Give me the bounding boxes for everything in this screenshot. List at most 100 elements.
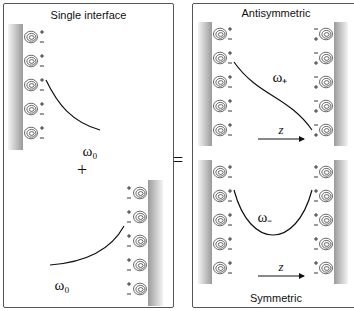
charge-spiral bbox=[134, 187, 147, 199]
minus-charge bbox=[228, 87, 232, 88]
symmetric-field-curve bbox=[234, 190, 312, 235]
metal-block bbox=[334, 22, 348, 146]
plus-charge bbox=[314, 261, 318, 265]
plus-charge bbox=[228, 213, 232, 217]
plus-charge bbox=[228, 261, 232, 265]
minus-charge bbox=[127, 294, 131, 295]
minus-charge bbox=[228, 225, 232, 226]
charge-spiral bbox=[214, 100, 227, 112]
minus-charge bbox=[314, 201, 318, 202]
single-interface-right bbox=[50, 180, 163, 306]
minus-charge bbox=[40, 114, 44, 115]
charge-spiral bbox=[320, 100, 333, 112]
minus-charge bbox=[127, 198, 131, 199]
plus-charge bbox=[127, 234, 131, 238]
charge-spiral bbox=[214, 214, 227, 226]
z-axis-arrow bbox=[258, 276, 304, 277]
minus-charge bbox=[228, 63, 232, 64]
minus-charge bbox=[228, 39, 232, 40]
frequency-label: ω₀ bbox=[82, 144, 97, 159]
plus-charge bbox=[314, 189, 318, 193]
panel-title: Antisymmetric bbox=[193, 7, 354, 19]
metal-block bbox=[148, 180, 163, 306]
frequency-label: ω₀ bbox=[54, 278, 69, 293]
minus-charge bbox=[314, 225, 318, 226]
charge-spiral bbox=[25, 103, 38, 115]
charge-spiral bbox=[320, 124, 333, 136]
plus-charge bbox=[314, 37, 318, 41]
plus-charge bbox=[40, 126, 44, 130]
minus-charge bbox=[127, 222, 131, 223]
charge-spiral bbox=[214, 124, 227, 136]
plus-charge bbox=[127, 258, 131, 262]
frequency-label: ω₋ bbox=[258, 210, 273, 225]
antisymmetric-mode bbox=[198, 22, 348, 146]
antisymmetric-field-curve bbox=[234, 62, 312, 130]
plus-sign: + bbox=[77, 161, 87, 179]
charge-spiral bbox=[25, 127, 38, 139]
plus-charge bbox=[127, 210, 131, 214]
minus-charge bbox=[314, 53, 318, 54]
plus-charge bbox=[40, 30, 44, 34]
minus-charge bbox=[228, 201, 232, 202]
plus-charge bbox=[314, 213, 318, 217]
charge-spiral bbox=[320, 238, 333, 250]
minus-charge bbox=[40, 42, 44, 43]
charge-spiral bbox=[214, 190, 227, 202]
charge-spiral bbox=[214, 76, 227, 88]
plus-charge bbox=[314, 85, 318, 89]
charge-spiral bbox=[214, 52, 227, 64]
axis-label: z bbox=[278, 123, 283, 136]
charge-spiral bbox=[25, 55, 38, 67]
plus-charge bbox=[40, 54, 44, 58]
minus-charge bbox=[40, 90, 44, 91]
minus-charge bbox=[40, 138, 44, 139]
charge-spiral bbox=[320, 28, 333, 40]
charge-spiral bbox=[320, 76, 333, 88]
minus-charge bbox=[314, 273, 318, 274]
plus-charge bbox=[228, 165, 232, 169]
charge-spiral bbox=[214, 238, 227, 250]
plus-charge bbox=[314, 237, 318, 241]
charge-spiral bbox=[25, 31, 38, 43]
single-interface-left bbox=[8, 24, 100, 150]
axis-label: z bbox=[278, 260, 283, 273]
charge-spiral bbox=[134, 211, 147, 223]
minus-charge bbox=[314, 125, 318, 126]
plus-charge bbox=[314, 133, 318, 137]
panel-title: Single interface bbox=[4, 9, 173, 21]
minus-charge bbox=[228, 177, 232, 178]
charge-spiral bbox=[214, 262, 227, 274]
charge-spiral bbox=[134, 259, 147, 271]
minus-charge bbox=[127, 246, 131, 247]
charge-spiral bbox=[320, 262, 333, 274]
plus-charge bbox=[127, 282, 131, 286]
minus-charge bbox=[228, 135, 232, 136]
frequency-label: ω₊ bbox=[273, 70, 288, 85]
field-decay-curve bbox=[50, 226, 124, 265]
field-decay-curve bbox=[46, 80, 100, 130]
minus-charge bbox=[127, 270, 131, 271]
plus-charge bbox=[314, 109, 318, 113]
plus-charge bbox=[228, 237, 232, 241]
minus-charge bbox=[40, 66, 44, 67]
minus-charge bbox=[314, 249, 318, 250]
z-axis-arrow bbox=[258, 139, 304, 140]
charge-spiral bbox=[214, 28, 227, 40]
plus-charge bbox=[314, 165, 318, 169]
plus-charge bbox=[228, 99, 232, 103]
charge-spiral bbox=[320, 166, 333, 178]
charge-spiral bbox=[214, 166, 227, 178]
plus-charge bbox=[228, 123, 232, 127]
metal-block bbox=[334, 160, 348, 284]
charge-spiral bbox=[134, 235, 147, 247]
symmetric-mode bbox=[198, 160, 348, 284]
charge-spiral bbox=[25, 79, 38, 91]
charge-spiral bbox=[320, 52, 333, 64]
plus-charge bbox=[40, 102, 44, 106]
coupled-interfaces-panel: AntisymmetricSymmetric bbox=[192, 3, 354, 308]
plus-charge bbox=[127, 186, 131, 190]
minus-charge bbox=[228, 273, 232, 274]
minus-charge bbox=[314, 29, 318, 30]
plus-charge bbox=[228, 75, 232, 79]
